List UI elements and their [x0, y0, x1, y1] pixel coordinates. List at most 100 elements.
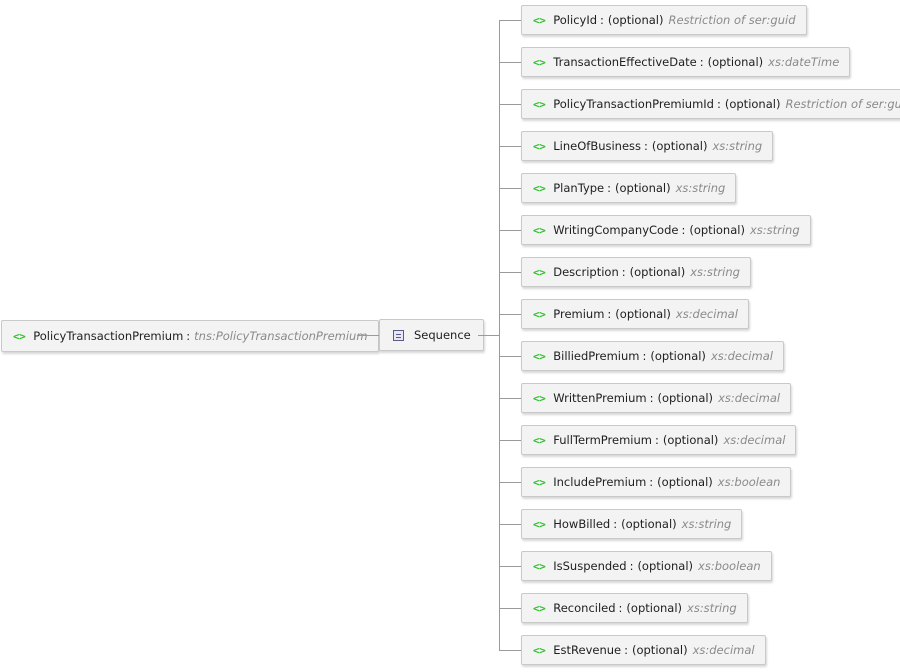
child-occurrence: (optional) — [637, 559, 694, 573]
child-element-name: Description — [553, 265, 619, 279]
child-element-node[interactable]: <>IncludePremium:(optional)xs:boolean — [521, 467, 792, 497]
root-element-node[interactable]: <> PolicyTransactionPremium : tns:Policy… — [1, 320, 379, 352]
element-icon: <> — [533, 601, 546, 615]
element-icon: <> — [533, 265, 546, 279]
child-separator: : — [607, 181, 612, 195]
child-occurrence: (optional) — [621, 517, 677, 531]
child-element-node[interactable]: <>WrittenPremium:(optional)xs:decimal — [521, 383, 792, 413]
child-element-node[interactable]: <>Reconciled:(optional)xs:string — [521, 593, 748, 623]
child-branch-connector — [499, 356, 521, 357]
element-icon: <> — [533, 307, 546, 321]
child-element-name: LineOfBusiness — [553, 139, 642, 153]
child-occurrence: (optional) — [626, 601, 683, 615]
child-separator: : — [600, 13, 604, 27]
child-element-node[interactable]: <>EstRevenue:(optional)xs:decimal — [521, 635, 766, 665]
child-separator: : — [618, 601, 623, 615]
child-element-type: xs:decimal — [692, 643, 755, 657]
child-element-name: Premium — [553, 307, 605, 321]
child-branch-connector — [499, 524, 521, 525]
child-element-type: xs:decimal — [718, 391, 781, 405]
element-icon: <> — [533, 433, 546, 447]
child-element-node[interactable]: <>TransactionEffectiveDate:(optional)xs:… — [521, 47, 851, 77]
child-element-node[interactable]: <> PolicyId:(optional) Restriction of ser:… — [521, 5, 807, 35]
element-icon: <> — [533, 181, 546, 195]
element-icon: <> — [533, 223, 546, 237]
child-element-name: WrittenPremium — [553, 391, 647, 405]
child-element-node[interactable]: <> PlanType:(optional) xs:string — [521, 173, 737, 203]
child-separator: : — [642, 349, 647, 363]
child-element-name: PolicyTransactionPremiumId — [553, 97, 714, 111]
child-element-name: PlanType — [553, 181, 605, 195]
child-separator: : — [681, 223, 686, 237]
child-separator: : — [613, 517, 618, 531]
child-occurrence: (optional) — [707, 55, 764, 69]
child-element-type: Restriction of ser:guid — [785, 97, 900, 111]
child-element-type: xs:string — [675, 181, 726, 195]
child-occurrence: (optional) — [657, 391, 714, 405]
child-separator: : — [699, 55, 704, 69]
child-occurrence: (optional) — [724, 97, 781, 111]
child-separator: : — [644, 139, 648, 153]
child-occurrence: (optional) — [629, 265, 686, 279]
child-element-name: EstRevenue — [553, 643, 622, 657]
child-occurrence: (optional) — [662, 433, 719, 447]
child-branch-connector — [499, 188, 521, 189]
child-element-name: FullTermPremium — [553, 433, 652, 447]
child-element-node[interactable]: <> FullTermPremium:(optional) xs:decimal — [521, 425, 797, 455]
child-occurrence: (optional) — [607, 13, 664, 27]
child-branch-connector — [499, 62, 521, 63]
child-element-name: BilliedPremium — [553, 349, 640, 363]
child-element-name: PolicyId — [553, 13, 598, 27]
child-branch-connector — [499, 398, 521, 399]
child-element-name: TransactionEffectiveDate — [553, 55, 697, 69]
child-separator: : — [629, 559, 634, 573]
child-element-node[interactable]: <>LineOfBusiness:(optional)xs:string — [521, 131, 774, 161]
child-separator: : — [716, 97, 721, 111]
child-element-node[interactable]: <>HowBilled:(optional)xs:string — [521, 509, 743, 539]
child-branch-connector — [499, 566, 521, 567]
element-icon: <> — [533, 475, 546, 489]
child-branch-connector — [499, 104, 521, 105]
child-branch-connector — [499, 20, 521, 21]
sequence-to-children-connector — [478, 335, 499, 336]
child-occurrence: (optional) — [615, 307, 671, 321]
child-branch-connector — [499, 146, 521, 147]
child-occurrence: (optional) — [615, 181, 671, 195]
child-occurrence: (optional) — [657, 475, 713, 489]
child-branch-connector — [499, 440, 521, 441]
element-icon: <> — [533, 13, 546, 27]
child-element-type: xs:decimal — [723, 433, 786, 447]
sequence-label: Sequence — [414, 328, 471, 342]
child-element-node[interactable]: <>IsSuspended:(optional)xs:boolean — [521, 551, 772, 581]
root-to-sequence-connector — [357, 335, 379, 336]
element-icon: <> — [533, 517, 546, 531]
sequence-node[interactable]: Sequence — [379, 319, 484, 351]
child-branch-connector — [499, 314, 521, 315]
child-element-node[interactable]: <> Description:(optional) xs:string — [521, 257, 751, 287]
child-element-type: xs:string — [681, 517, 732, 531]
child-branch-connector — [499, 230, 521, 231]
child-separator: : — [649, 475, 654, 489]
element-icon: <> — [533, 349, 546, 363]
root-separator: : — [186, 329, 191, 343]
child-separator: : — [621, 265, 626, 279]
child-element-node[interactable]: <>PolicyTransactionPremiumId:(optional)R… — [521, 89, 900, 119]
child-element-type: Restriction of ser:guid — [668, 13, 796, 27]
child-element-node[interactable]: <>Premium:(optional)xs:decimal — [521, 299, 749, 329]
child-occurrence: (optional) — [689, 223, 745, 237]
element-icon: <> — [533, 139, 546, 153]
child-element-type: xs:string — [690, 265, 740, 279]
child-element-name: WritingCompanyCode — [553, 223, 679, 237]
child-branch-connector — [499, 272, 521, 273]
child-element-type: xs:decimal — [675, 307, 738, 321]
child-occurrence: (optional) — [631, 643, 688, 657]
child-element-type: xs:string — [712, 139, 763, 153]
child-element-name: Reconciled — [553, 601, 616, 615]
child-separator: : — [654, 433, 659, 447]
child-element-node[interactable]: <>BilliedPremium:(optional)xs:decimal — [521, 341, 784, 371]
child-element-name: IsSuspended — [553, 559, 627, 573]
child-branch-connector — [499, 650, 521, 651]
child-element-node[interactable]: <>WritingCompanyCode:(optional)xs:string — [521, 215, 811, 245]
child-element-type: xs:boolean — [717, 475, 781, 489]
element-icon: <> — [533, 559, 546, 573]
